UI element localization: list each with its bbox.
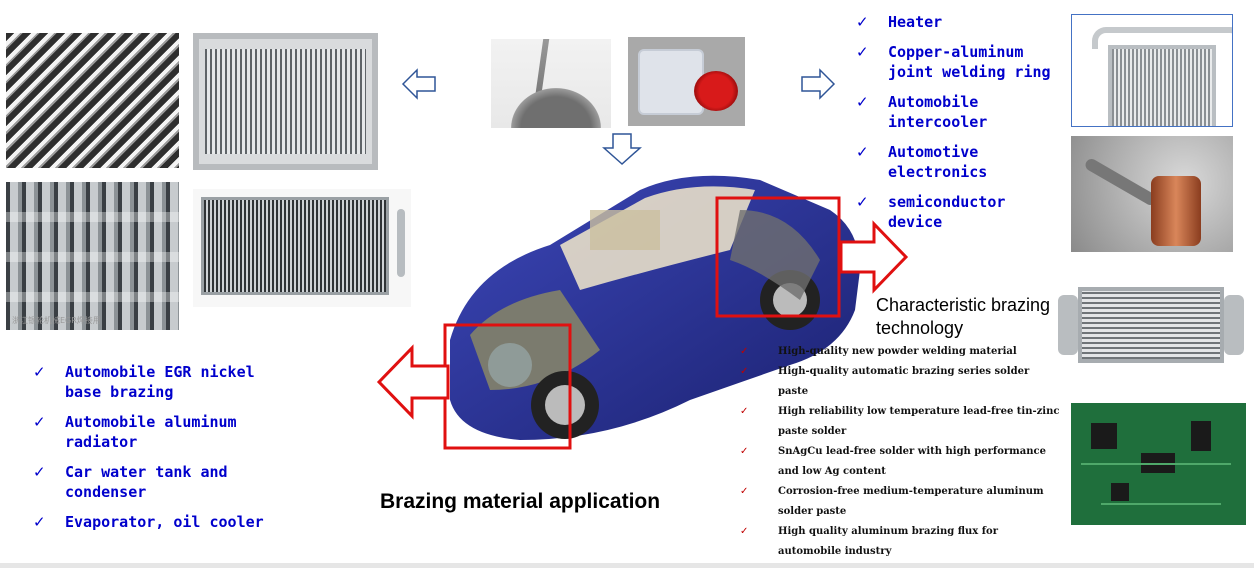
car-cutaway-illustration: [443, 175, 860, 450]
check-icon: ✓: [33, 363, 46, 381]
check-icon: ✓: [740, 406, 749, 417]
right-application-list: ✓Heater ✓Copper-aluminum joint welding r…: [856, 12, 1056, 232]
check-icon: ✓: [33, 513, 46, 531]
check-icon: ✓: [33, 463, 46, 481]
copper-aluminum-ring-photo: [1071, 136, 1233, 252]
list-item: ✓Car water tank and condenser: [33, 463, 228, 501]
condenser-photo: [193, 189, 411, 307]
check-icon: ✓: [740, 366, 749, 377]
solder-paste-photo: [628, 37, 745, 126]
list-item: ✓Copper-aluminum joint welding ring: [856, 43, 1051, 81]
characteristic-heading: Characteristic brazing technology: [876, 295, 1051, 338]
check-icon: ✓: [856, 193, 869, 211]
list-item: ✓Evaporator, oil cooler: [33, 513, 264, 531]
check-icon: ✓: [856, 43, 869, 61]
list-item: ✓High-quality automatic brazing series s…: [740, 362, 1060, 402]
list-item: ✓Automobile intercooler: [856, 93, 988, 131]
left-application-list: ✓Automobile EGR nickel base brazing ✓Aut…: [33, 362, 273, 532]
check-icon: ✓: [740, 346, 749, 357]
list-item: ✓High quality aluminum brazing flux for …: [740, 522, 1060, 562]
red-arrow-right-icon: [839, 220, 909, 294]
list-item: ✓Automotive electronics: [856, 143, 988, 181]
check-icon: ✓: [740, 446, 749, 457]
heater-core-photo: [1071, 14, 1233, 127]
list-item: ✓Heater: [856, 13, 943, 31]
list-item: ✓Corrosion-free medium-temperature alumi…: [740, 482, 1060, 522]
list-item: ✓High reliability low temperature lead-f…: [740, 402, 1060, 442]
red-arrow-left-icon: [376, 344, 450, 420]
aluminum-fin-photo: [6, 33, 179, 168]
check-icon: ✓: [856, 93, 869, 111]
circuit-board-photo: [1071, 403, 1246, 525]
aluminum-radiator-photo: [193, 33, 378, 170]
list-item: ✓Automobile aluminum radiator: [33, 413, 237, 451]
photo-watermark: 浙江银轮机械EGR焊接用: [12, 316, 101, 325]
right-arrow-icon: [801, 68, 836, 100]
list-item: ✓High-quality new powder welding materia…: [740, 342, 1060, 362]
egr-nickel-part-photo: 浙江银轮机械EGR焊接用: [6, 182, 179, 330]
left-arrow-icon: [401, 68, 436, 100]
technology-list: ✓High-quality new powder welding materia…: [740, 342, 1060, 562]
down-arrow-icon: [602, 133, 642, 166]
list-item: ✓semiconductor device: [856, 193, 1006, 231]
solder-powder-photo: [491, 39, 611, 128]
list-item: ✓SnAgCu lead-free solder with high perfo…: [740, 442, 1060, 482]
check-icon: ✓: [856, 143, 869, 161]
list-item: ✓Automobile EGR nickel base brazing: [33, 363, 255, 401]
bottom-divider: [0, 563, 1254, 568]
page-title: Brazing material application: [380, 490, 661, 513]
check-icon: ✓: [856, 13, 869, 31]
check-icon: ✓: [740, 486, 749, 497]
check-icon: ✓: [33, 413, 46, 431]
intercooler-photo: [1056, 275, 1246, 375]
check-icon: ✓: [740, 526, 749, 537]
